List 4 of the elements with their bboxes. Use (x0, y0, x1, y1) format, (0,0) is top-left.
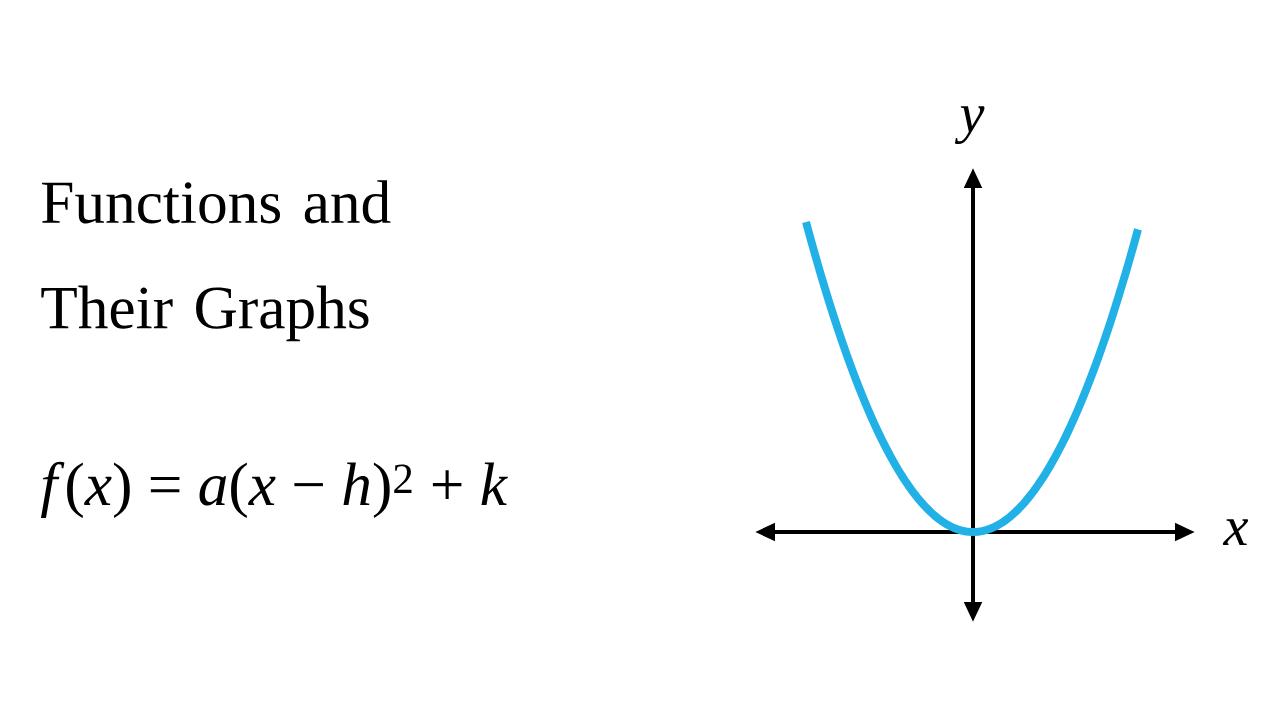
title: Functions and Their Graphs (41, 180, 391, 342)
axis-label: y (954, 106, 985, 145)
axis-label: x (1222, 519, 1249, 545)
formula: f(x) = a(x − h)$^{2}$ + k (40, 461, 508, 519)
